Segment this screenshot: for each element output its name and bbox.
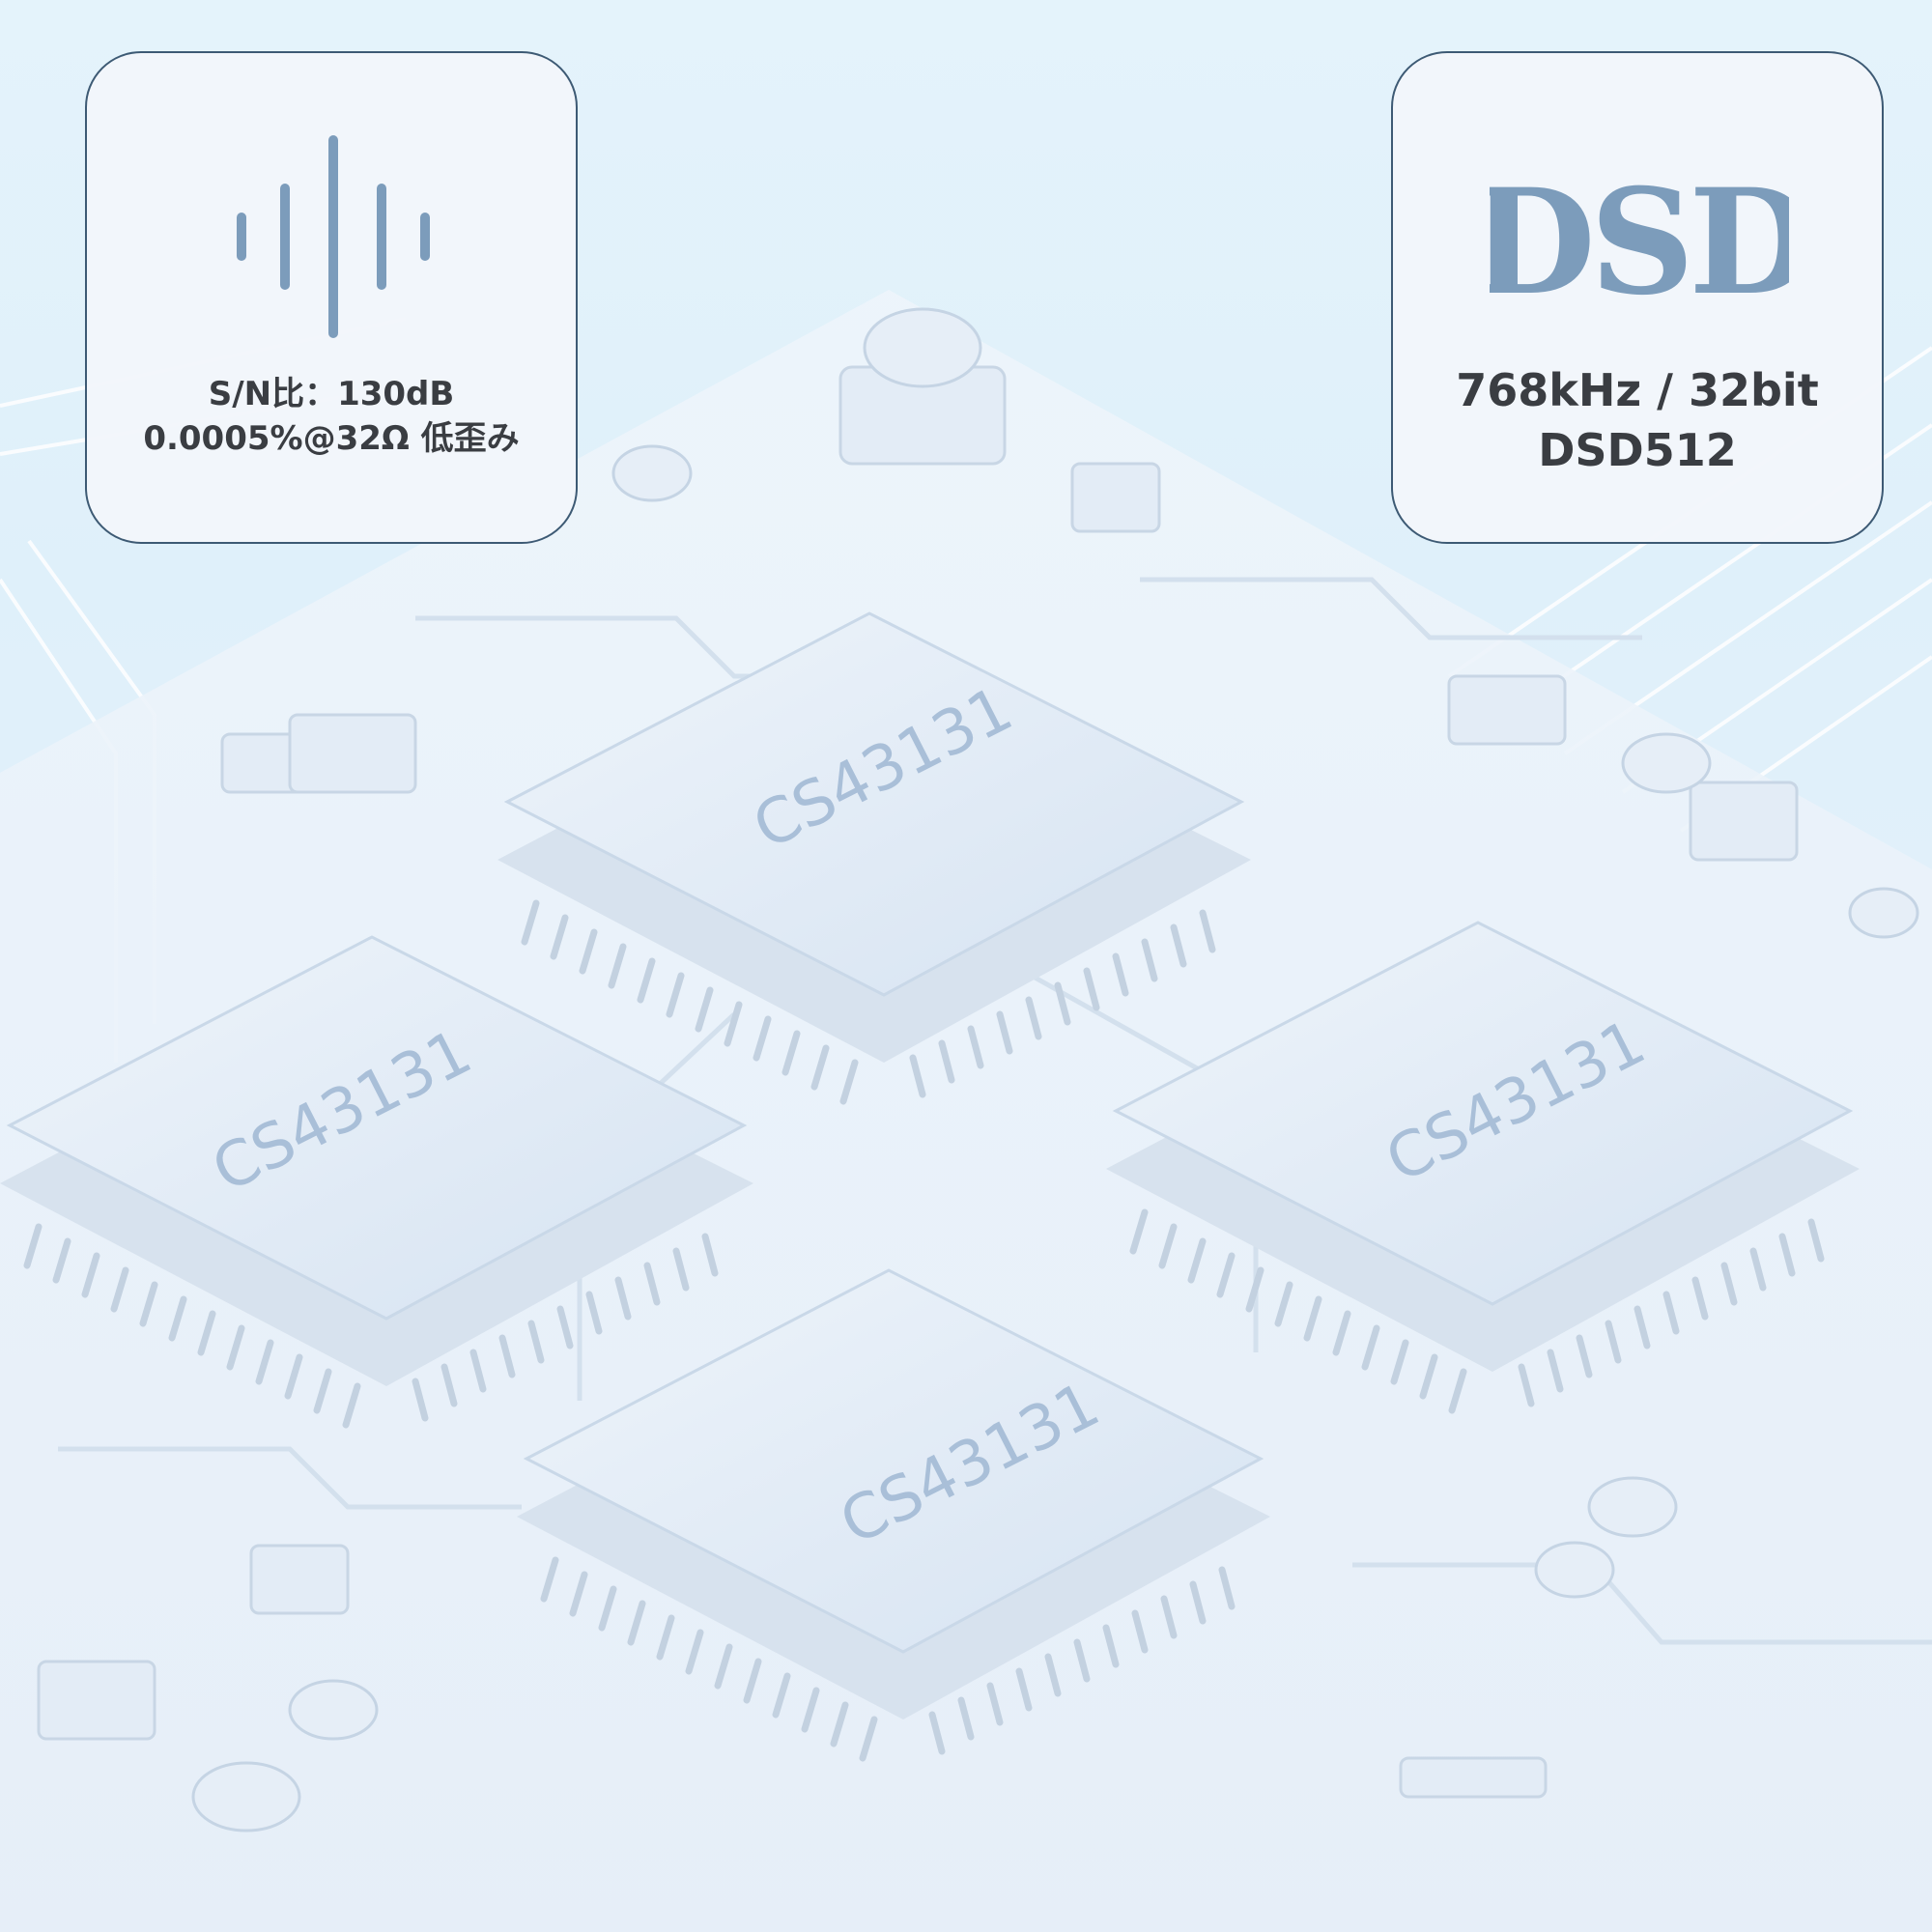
dsd-logo: DSD	[1490, 169, 1789, 324]
dsd-feature-card: DSD 768kHz / 32bit DSD512	[1391, 51, 1884, 544]
chip-right: CS43131	[1106, 923, 1860, 1410]
chip-top: CS43131	[497, 613, 1251, 1101]
dsd-format-value: DSD512	[1538, 424, 1737, 476]
snr-value: S/N比：130dB	[208, 375, 455, 413]
snr-spec-text: S/N比：130dB 0.0005%@32Ω 低歪み	[87, 372, 576, 461]
chip-bottom: CS43131	[517, 1270, 1270, 1758]
svg-text:DSD: DSD	[1490, 169, 1789, 324]
sound-wave-icon	[237, 135, 430, 338]
chip-left: CS43131	[0, 937, 753, 1425]
snr-feature-card: S/N比：130dB 0.0005%@32Ω 低歪み	[85, 51, 578, 544]
dsd-spec-text: 768kHz / 32bit DSD512	[1393, 360, 1882, 480]
distortion-value: 0.0005%@32Ω 低歪み	[143, 419, 520, 458]
sample-rate-value: 768kHz / 32bit	[1456, 364, 1819, 416]
